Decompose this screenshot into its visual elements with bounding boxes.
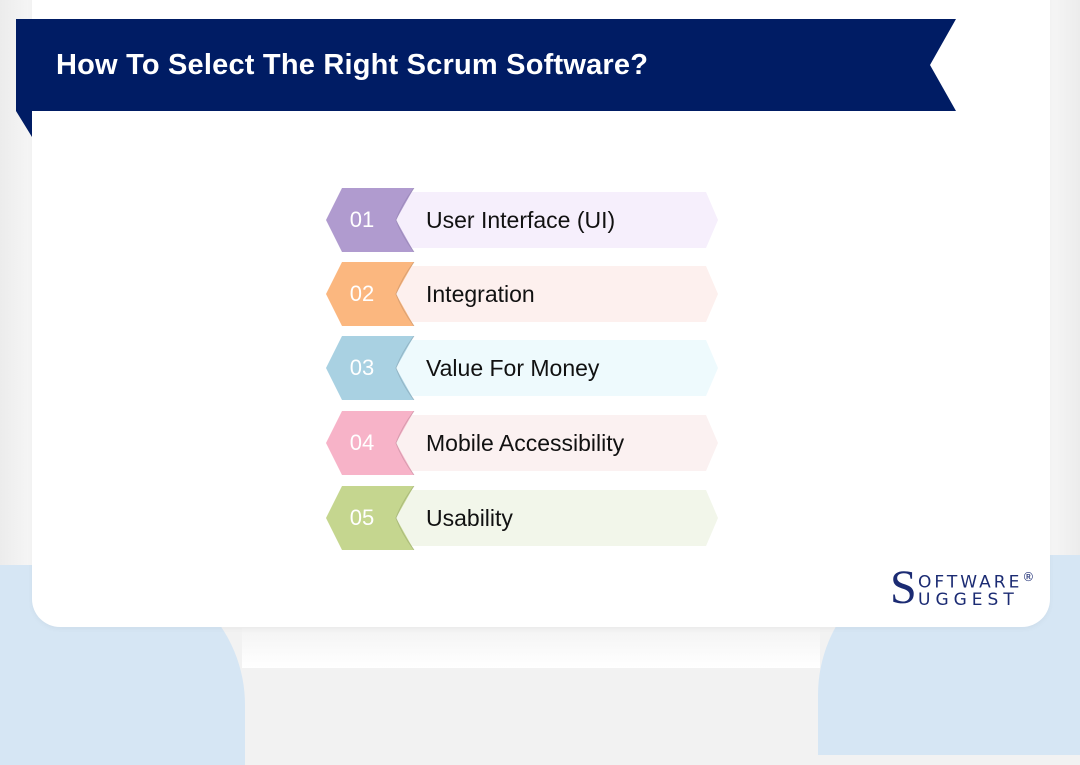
logo-initial: S xyxy=(890,561,917,614)
steps-list: 01 User Interface (UI) 02 Integration 03… xyxy=(326,188,726,560)
step-shape xyxy=(326,411,718,475)
step-shape xyxy=(326,486,718,550)
step-label: Integration xyxy=(426,280,535,307)
list-item: 03 Value For Money xyxy=(326,336,726,400)
step-number-badge: 05 xyxy=(349,505,375,530)
softwaresuggest-logo: S OFTWARE® UGGEST xyxy=(890,562,1040,616)
list-item: 01 User Interface (UI) xyxy=(326,188,726,252)
list-item: 05 Usability xyxy=(326,486,726,550)
step-label: Usability xyxy=(426,504,513,531)
step-number-badge: 01 xyxy=(349,207,375,232)
step-label: User Interface (UI) xyxy=(426,206,616,233)
step-label: Value For Money xyxy=(426,354,600,381)
step-shape xyxy=(326,188,718,252)
logo-line2: UGGEST xyxy=(918,590,1019,610)
step-label: Mobile Accessibility xyxy=(426,429,625,456)
title-banner: How To Select The Right Scrum Software? xyxy=(16,19,956,137)
banner-ribbon-shape xyxy=(16,19,956,137)
logo-line1-text: OFTWARE xyxy=(918,572,1023,593)
step-number-badge: 04 xyxy=(349,430,375,455)
step-shape xyxy=(326,262,718,326)
logo-line1: OFTWARE® xyxy=(918,570,1034,593)
step-number-badge: 02 xyxy=(349,281,375,306)
list-item: 02 Integration xyxy=(326,262,726,326)
step-number-badge: 03 xyxy=(349,355,375,380)
background-bottom-panel xyxy=(242,628,820,668)
page-title: How To Select The Right Scrum Software? xyxy=(56,48,649,81)
step-shape xyxy=(326,336,718,400)
background-right-strip xyxy=(1050,0,1080,662)
list-item: 04 Mobile Accessibility xyxy=(326,411,726,475)
registered-mark-icon: ® xyxy=(1022,570,1035,584)
